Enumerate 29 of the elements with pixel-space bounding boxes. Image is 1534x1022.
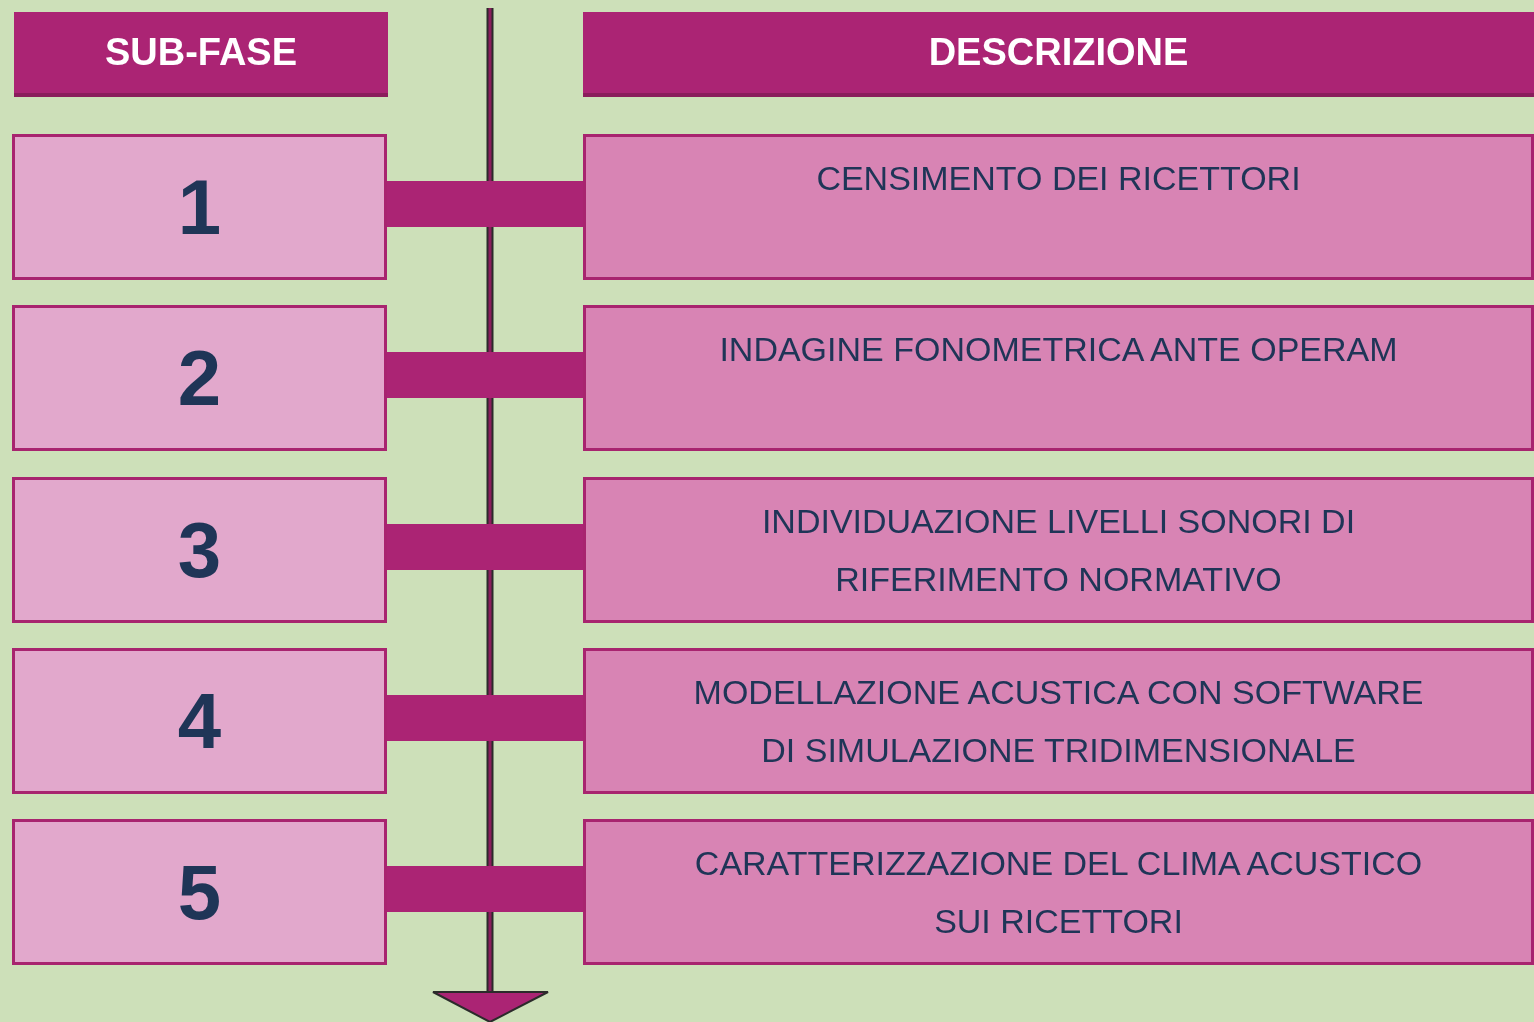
description-box <box>583 648 1534 794</box>
step-number: 5 <box>177 853 222 931</box>
step-box <box>12 477 387 623</box>
description-text: CARATTERIZZAZIONE DEL CLIMA ACUSTICO SUI RICETTORI <box>693 843 1424 942</box>
header-text: DESCRIZIONE <box>928 30 1189 75</box>
description-text: INDAGINE FONOMETRICA ANTE OPERAM <box>719 329 1398 370</box>
description-box <box>583 134 1534 280</box>
step-number: 3 <box>177 511 222 589</box>
description-text: INDIVIDUAZIONE LIVELLI SONORI DI RIFERIMENTO NORMATIVO <box>760 501 1357 600</box>
step-number: 1 <box>177 168 222 246</box>
column-header <box>583 12 1534 97</box>
step-box <box>12 134 387 280</box>
step-box <box>12 648 387 794</box>
connector-bar <box>387 352 583 398</box>
description-text: MODELLAZIONE ACUSTICA CON SOFTWARE DI SIMULAZIONE TRIDIMENSIONALE <box>692 672 1425 771</box>
description-text: CENSIMENTO DEI RICETTORI <box>816 158 1301 199</box>
connector-bar <box>387 181 583 227</box>
description-box <box>583 477 1534 623</box>
step-number: 4 <box>177 682 222 760</box>
step-number: 2 <box>177 339 222 417</box>
description-box <box>583 305 1534 451</box>
connector-bar <box>387 866 583 912</box>
column-header <box>14 12 388 97</box>
connector-bar <box>387 524 583 570</box>
connector-bar <box>387 695 583 741</box>
header-text: SUB-FASE <box>104 30 298 75</box>
description-box <box>583 819 1534 965</box>
step-box <box>12 819 387 965</box>
step-box <box>12 305 387 451</box>
